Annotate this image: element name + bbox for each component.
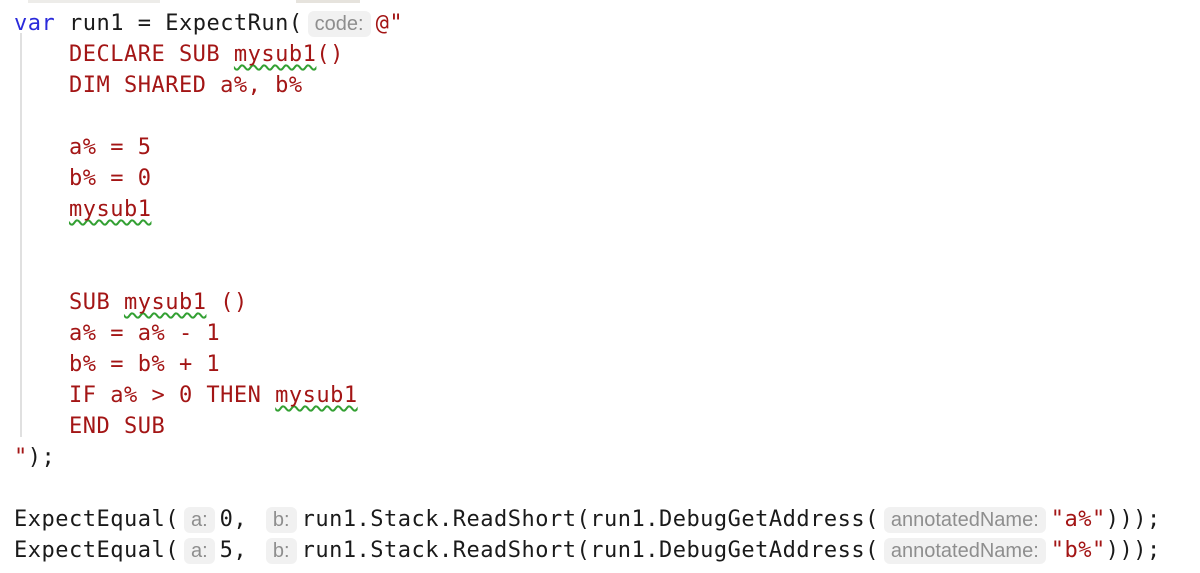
parameter-hint-pill[interactable]: b: (265, 538, 297, 564)
parameter-hint-pill[interactable]: a: (183, 538, 215, 564)
code-line[interactable]: mysub1 (14, 194, 1200, 225)
code-line[interactable] (14, 225, 1200, 256)
parameter-hint-pill[interactable]: b: (265, 507, 297, 533)
string-token: b% = 0 (14, 166, 152, 191)
string-token-typo: mysub1 (233, 42, 317, 67)
code-token: ExpectEqual( (14, 538, 179, 563)
string-token: @" (375, 11, 404, 36)
code-line[interactable]: DIM SHARED a%, b% (14, 70, 1200, 101)
code-line[interactable] (14, 101, 1200, 132)
code-token: run1.Stack.ReadShort(run1.DebugGetAddres… (301, 538, 879, 563)
string-token: SUB (14, 290, 124, 315)
code-line[interactable]: DECLARE SUB mysub1() (14, 39, 1200, 70)
string-token: IF a% > 0 THEN (14, 383, 276, 408)
string-token-typo: mysub1 (275, 383, 358, 408)
code-line[interactable] (14, 473, 1200, 504)
code-token: run1.Stack.ReadShort(run1.DebugGetAddres… (301, 507, 879, 532)
code-token: 5, (219, 538, 261, 563)
code-line[interactable] (14, 256, 1200, 287)
code-token: ExpectEqual( (14, 507, 179, 532)
string-token: "a%" (1050, 507, 1106, 532)
keyword-token: var (14, 11, 56, 36)
string-token: () (206, 290, 248, 315)
code-token: 0, (219, 507, 261, 532)
cropped-text-artifact (28, 0, 160, 3)
code-line[interactable]: IF a% > 0 THEN mysub1 (14, 380, 1200, 411)
string-token: a% = a% - 1 (14, 321, 221, 346)
string-token: DECLARE SUB (14, 42, 234, 67)
parameter-hint-pill[interactable]: annotatedName: (883, 507, 1046, 533)
code-token: run1 = ExpectRun( (55, 11, 303, 36)
code-line[interactable]: "); (14, 442, 1200, 473)
code-line[interactable]: a% = a% - 1 (14, 318, 1200, 349)
cropped-text-artifact (296, 0, 360, 3)
code-line[interactable]: END SUB (14, 411, 1200, 442)
code-line[interactable]: a% = 5 (14, 132, 1200, 163)
code-token: ))); (1105, 507, 1161, 532)
string-token-typo: mysub1 (68, 197, 152, 222)
code-line[interactable]: var run1 = ExpectRun(code:@" (14, 8, 1200, 39)
code-line[interactable]: SUB mysub1 () (14, 287, 1200, 318)
code-line[interactable]: b% = 0 (14, 163, 1200, 194)
string-token: "b%" (1050, 538, 1106, 563)
code-line[interactable]: b% = b% + 1 (14, 349, 1200, 380)
string-token: DIM SHARED a%, b% (14, 73, 303, 98)
code-token: ))); (1105, 538, 1161, 563)
code-token: ); (27, 445, 56, 470)
code-line[interactable]: ExpectEqual(a:5, b:run1.Stack.ReadShort(… (14, 535, 1200, 566)
code-lines: var run1 = ExpectRun(code:@" DECLARE SUB… (14, 8, 1200, 566)
string-token-typo: mysub1 (123, 290, 207, 315)
string-token: b% = b% + 1 (14, 352, 221, 377)
parameter-hint-pill[interactable]: code: (307, 11, 371, 37)
indent-guide (20, 33, 22, 437)
code-line[interactable]: ExpectEqual(a:0, b:run1.Stack.ReadShort(… (14, 504, 1200, 535)
string-token: " (14, 445, 28, 470)
string-token: a% = 5 (14, 135, 152, 160)
parameter-hint-pill[interactable]: annotatedName: (883, 538, 1046, 564)
string-token (14, 197, 69, 222)
parameter-hint-pill[interactable]: a: (183, 507, 215, 533)
string-token: END SUB (14, 414, 166, 439)
string-token: () (316, 42, 344, 67)
